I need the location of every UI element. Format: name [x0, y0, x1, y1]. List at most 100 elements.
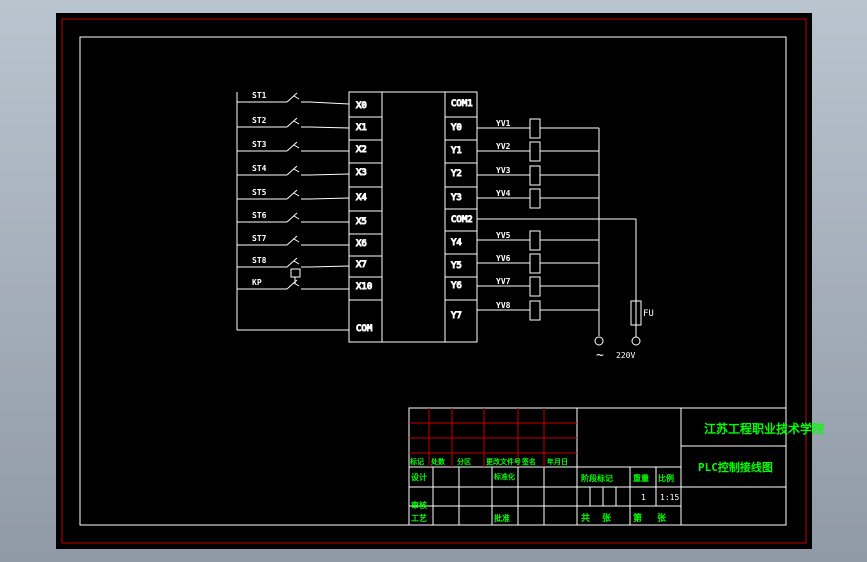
sheets-total-label: 共 [581, 512, 590, 524]
approve-label: 批准 [494, 513, 510, 523]
revision-table-grid [409, 408, 577, 467]
switch-blade-6 [286, 235, 298, 246]
plc-input-x0: X0 [356, 101, 367, 111]
supply-voltage-label: 220V [616, 351, 635, 360]
switch-blade-7 [286, 257, 298, 268]
switch-blade-5 [286, 212, 298, 223]
fuse-label: FU [643, 309, 654, 319]
switch-roller-0 [293, 95, 300, 100]
plc-input-x4: X4 [356, 193, 367, 203]
plc-output-y4: Y4 [451, 238, 462, 248]
plc-output-com2: COM2 [451, 215, 473, 225]
switch-label-kp: KP [252, 278, 262, 287]
plc-output-y5: Y5 [451, 261, 462, 271]
coil-label-yv2: YV2 [496, 142, 511, 151]
switch-label-st7: ST7 [252, 234, 267, 243]
supply-terminal-right [631, 336, 641, 346]
switch-blade-2 [286, 141, 298, 152]
switch-roller-3 [293, 168, 300, 173]
switch-label-st6: ST6 [252, 211, 267, 220]
switch-roller-4 [293, 192, 300, 197]
switch-st7: ST7 [237, 234, 349, 246]
switch-roller-6 [293, 238, 300, 243]
switch-st8: ST8 [237, 256, 350, 268]
stage-mark-label: 阶段标记 [581, 473, 613, 483]
switch-right-lead-1 [309, 126, 350, 129]
rev-header-sign: 签名 [521, 457, 536, 466]
switch-st6: ST6 [237, 211, 349, 223]
switch-right-lead-7 [309, 265, 350, 268]
coil-yv8: YV8 [477, 300, 599, 321]
switch-label-st1: ST1 [252, 91, 267, 100]
switch-st4: ST4 [237, 164, 350, 176]
school-name: 江苏工程职业技术学院 [704, 421, 824, 436]
outer-frame [61, 18, 807, 544]
coil-label-yv5: YV5 [496, 231, 511, 240]
switch-st2: ST2 [237, 116, 350, 129]
drawing-sheet [56, 13, 812, 549]
coil-label-yv1: YV1 [496, 119, 511, 128]
switch-roller-2 [293, 144, 300, 149]
switch-blade-1 [286, 117, 298, 128]
ac-symbol: ~ [596, 348, 604, 363]
plc-input-x5: X5 [356, 217, 367, 227]
coil-yv2: YV2 [477, 141, 599, 162]
plc-output-y6: Y6 [451, 281, 462, 291]
review-label: 审核 [411, 500, 427, 510]
rev-header-date: 年月日 [547, 457, 568, 466]
switch-right-lead-3 [309, 173, 350, 176]
switch-right-lead-4 [309, 197, 350, 200]
sheet-no-label: 第 [633, 512, 642, 524]
switch-kp: KP [237, 268, 349, 290]
process-label: 工艺 [411, 513, 427, 523]
switch-roller-5 [293, 215, 300, 220]
switch-right-lead-0 [309, 101, 350, 105]
scale-label: 比例 [658, 473, 674, 483]
switch-label-st3: ST3 [252, 140, 267, 149]
plc-output-y7: Y7 [451, 311, 462, 321]
plc-input-x10: X10 [356, 282, 372, 292]
plc-input-x3: X3 [356, 168, 367, 178]
coil-yv4: YV4 [477, 188, 599, 209]
coil-label-yv7: YV7 [496, 277, 511, 286]
coil-yv1: YV1 [477, 118, 599, 139]
switch-blade-4 [286, 189, 298, 200]
weight-label: 重量 [633, 473, 649, 483]
rev-header-doc: 更改文件号 [486, 457, 521, 466]
supply-terminal-left [594, 336, 604, 346]
rev-header-count: 处数 [430, 457, 446, 466]
switch-label-st8: ST8 [252, 256, 267, 265]
coil-yv6: YV6 [477, 253, 599, 274]
coil-label-yv3: YV3 [496, 166, 511, 175]
plc-outline [348, 91, 478, 343]
plc-output-y0: Y0 [451, 123, 462, 133]
rev-header-mark: 标记 [409, 457, 424, 466]
sheets-total-unit: 张 [602, 512, 612, 524]
coil-yv5: YV5 [477, 230, 599, 251]
switch-st5: ST5 [237, 188, 350, 200]
coil-yv7: YV7 [477, 276, 599, 297]
design-label: 设计 [411, 472, 427, 482]
coil-label-yv4: YV4 [496, 189, 511, 198]
standardization-label-top: 标准化 [493, 472, 515, 481]
switch-blade-0 [286, 92, 298, 103]
drawing-title: PLC控制接线图 [698, 460, 773, 474]
coil-label-yv6: YV6 [496, 254, 511, 263]
plc-output-com1: COM1 [451, 99, 473, 109]
title-block [408, 407, 787, 526]
switch-blade-3 [286, 165, 298, 176]
plc-output-y3: Y3 [451, 193, 462, 203]
switch-label-st4: ST4 [252, 164, 267, 173]
scale-value: 1:15 [660, 493, 679, 502]
plc-input-x7: X7 [356, 260, 367, 270]
plc-input-x6: X6 [356, 239, 367, 249]
weight-value: 1 [641, 493, 646, 502]
plc-input-x1: X1 [356, 123, 367, 133]
plc-input-com: COM [356, 324, 373, 334]
plc-output-y1: Y1 [451, 146, 462, 156]
coil-yv3: YV3 [477, 165, 599, 186]
